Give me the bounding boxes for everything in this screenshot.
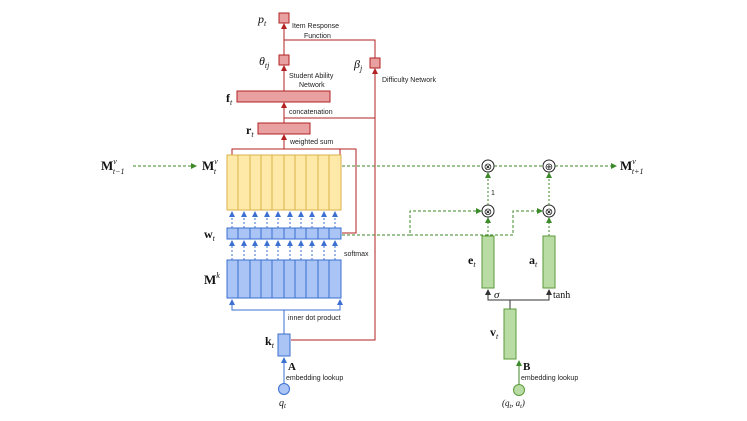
inner-dot-product-label: inner dot product [288, 315, 341, 322]
qa-input-node [513, 384, 525, 396]
edge-vt-split [485, 289, 511, 309]
et-label: et [468, 253, 476, 269]
edge-wt-erase-weight [342, 208, 482, 236]
rt-label: rt [246, 123, 254, 139]
B-label: B [523, 361, 531, 373]
student-ability-label-2: Network [299, 82, 325, 89]
embedding-lookup-left-label: embedding lookup [286, 375, 343, 382]
at-label: at [529, 253, 538, 269]
edge-wt-add-weight [410, 208, 543, 236]
qa-input-label: (qt, at) [502, 398, 525, 410]
edge-memory-weighted-sum [231, 148, 341, 155]
erase-otimes-symbol: ⊗ [484, 162, 492, 173]
beta-node [369, 57, 381, 69]
qt-label: qt [279, 398, 287, 410]
softmax-label: softmax [344, 251, 369, 258]
item-response-label-1: Item Response [292, 23, 339, 30]
edge-beta-pt [284, 39, 376, 58]
kt-vector [277, 333, 291, 357]
theta-label: θtj [259, 54, 270, 70]
edge-inner-product-right [284, 299, 343, 311]
rt-layer [257, 122, 311, 135]
edge-wt-weighted-sum [340, 148, 357, 234]
beta-label: βj [353, 57, 363, 73]
vt-vector [503, 308, 517, 360]
concatenation-label: concatenation [289, 109, 333, 116]
value-memory-slots [226, 154, 342, 211]
erase-weight-otimes-symbol: ⊗ [484, 207, 492, 218]
weighted-sum-label: weighted sum [289, 139, 333, 146]
mk-label: Mk [204, 271, 220, 287]
et-erase-vector [481, 235, 495, 289]
embedding-lookup-right-label: embedding lookup [521, 375, 578, 382]
pt-node [278, 12, 290, 24]
difficulty-network-label: Difficulty Network [382, 77, 436, 84]
kt-label: kt [265, 334, 275, 350]
sigma-label: σ [494, 289, 500, 301]
student-ability-label-1: Student Ability [289, 73, 334, 80]
tanh-label: tanh [553, 290, 570, 301]
ft-label: ft [226, 91, 233, 107]
theta-node [278, 54, 290, 66]
edge-kt-inner-product [229, 299, 285, 334]
wt-label: wt [204, 227, 216, 243]
pt-label: pt [257, 12, 267, 28]
key-memory-slots [226, 259, 342, 299]
vt-label: vt [490, 325, 499, 341]
qt-input-node [278, 383, 290, 395]
edge-kt-concat [284, 117, 376, 341]
at-add-vector [542, 235, 556, 289]
ft-layer [236, 90, 331, 103]
add-oplus-symbol: ⊕ [545, 162, 553, 173]
one-label: 1 [491, 190, 495, 197]
wt-to-memory-arrows [229, 211, 338, 228]
wt-weight-vector [226, 227, 342, 240]
edge-vt-split-right [510, 289, 552, 301]
mk-to-wt-arrows [229, 240, 338, 260]
add-weight-otimes-symbol: ⊗ [545, 207, 553, 218]
item-response-label-2: Function [304, 33, 331, 40]
A-label: A [288, 361, 296, 373]
